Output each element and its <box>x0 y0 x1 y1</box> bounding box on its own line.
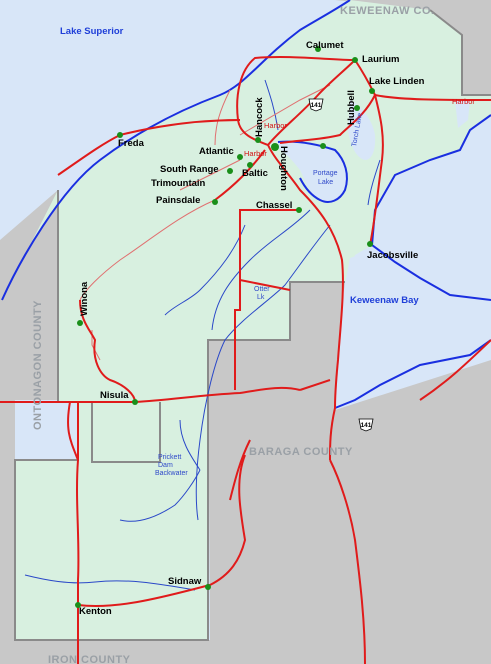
highway-shield-label: 141 <box>361 422 372 429</box>
lake-superior-label: Lake Superior <box>60 26 124 37</box>
town-label-baltic: Baltic <box>242 168 268 179</box>
town-label-winona: Winona <box>79 281 90 316</box>
town-label-hancock: Hancock <box>254 97 265 137</box>
prickett-label-1: Prickett <box>158 454 181 461</box>
town-dot <box>352 57 358 63</box>
town-label-jacobsville: Jacobsville <box>367 250 418 261</box>
town-dot <box>117 132 123 138</box>
town-dot <box>227 168 233 174</box>
town-dot <box>75 602 81 608</box>
harbor-label-hancock: Harbor <box>264 121 287 130</box>
iron-county-label: IRON COUNTY <box>48 654 131 664</box>
town-dot <box>320 143 326 149</box>
town-label-freda: Freda <box>118 138 145 149</box>
rivers <box>24 79 381 591</box>
town-dot <box>367 241 373 247</box>
keweenaw-county-label: KEWEENAW CO. <box>340 5 435 17</box>
harbor-label-east: Harbor <box>452 97 475 106</box>
town-dot <box>369 88 375 94</box>
torch-lake-water <box>348 100 376 160</box>
roads-secondary <box>79 84 331 361</box>
town-label-hubbell: Hubbell <box>346 90 357 125</box>
portage-lake-label-1: Portage <box>313 170 338 177</box>
town-label-houghton: Houghton <box>278 146 289 191</box>
portage-lake-water <box>278 141 347 202</box>
town-label-south-range: South Range <box>160 164 219 175</box>
keweenaw-bay-water <box>335 250 491 408</box>
otter-lake-label-1: Otter <box>254 286 270 293</box>
town-dot <box>296 207 302 213</box>
town-label-lake-linden: Lake Linden <box>369 76 425 87</box>
lake-superior-shoreline <box>1 0 351 301</box>
roads-main <box>0 56 491 664</box>
town-label-atlantic: Atlantic <box>199 146 234 157</box>
keweenaw-bay-label: Keweenaw Bay <box>350 295 419 306</box>
town-label-calumet: Calumet <box>306 40 344 51</box>
town-label-chassel: Chassel <box>256 200 292 211</box>
town-label-laurium: Laurium <box>362 54 399 65</box>
prickett-label-2: Dam <box>158 462 173 469</box>
town-label-painsdale: Painsdale <box>156 195 200 206</box>
town-dot <box>237 154 243 160</box>
otter-lake-label-2: Lk <box>257 294 265 301</box>
town-label-trimountain: Trimountain <box>151 178 206 189</box>
portage-lake-label-2: Lake <box>318 179 333 186</box>
town-dot <box>205 584 211 590</box>
town-label-nisula: Nisula <box>100 390 129 401</box>
town-dot <box>247 162 253 168</box>
town-dot <box>271 143 279 151</box>
ontonagon-county-label: ONTONAGON COUNTY <box>32 300 44 430</box>
town-dot <box>354 105 360 111</box>
baraga-county-label: BARAGA COUNTY <box>249 446 353 458</box>
town-dot <box>77 320 83 326</box>
prickett-label-3: Backwater <box>155 470 188 477</box>
town-dot <box>255 137 261 143</box>
town-dot <box>212 199 218 205</box>
town-dots <box>75 46 375 608</box>
town-label-sidnaw: Sidnaw <box>168 576 202 587</box>
highway-shield-label: 141 <box>311 102 322 109</box>
lake-linden-lake-water <box>455 100 470 128</box>
highway-shield-north: 141 <box>308 98 324 112</box>
houghton-county-land <box>2 0 491 640</box>
harbor-label-houghton: Harbor <box>244 149 267 158</box>
town-dot <box>132 399 138 405</box>
highway-shield-south: 141 <box>358 418 374 432</box>
town-label-kenton: Kenton <box>79 606 112 617</box>
town-dot <box>315 46 321 52</box>
